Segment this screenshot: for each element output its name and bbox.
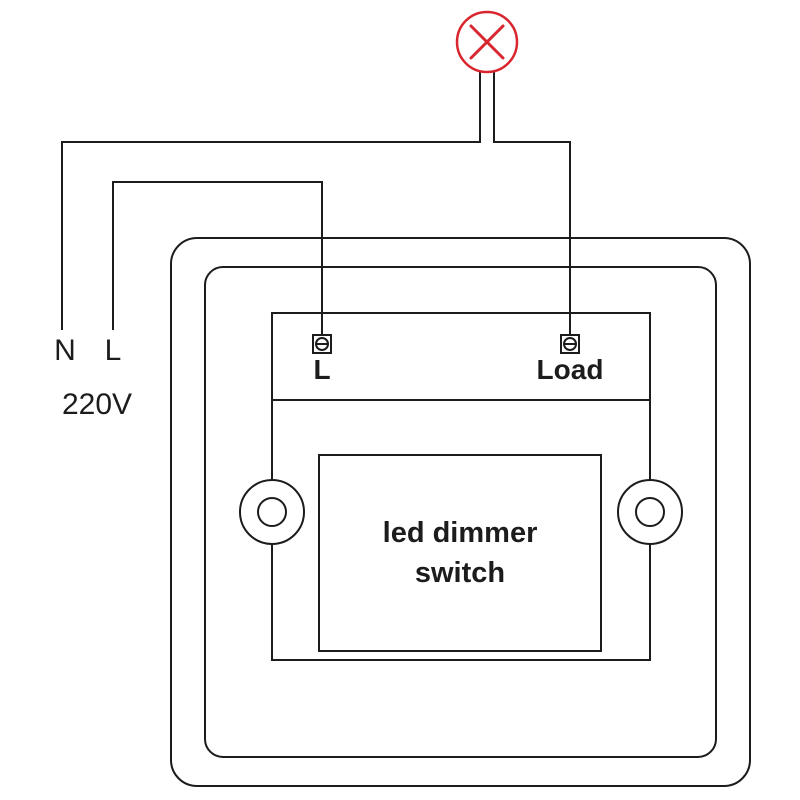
terminal-screw-live-icon: [312, 334, 332, 354]
live-wire: [112, 181, 323, 335]
terminal-load-label: Load: [536, 354, 604, 385]
device-name-text: led dimmer switch: [382, 517, 538, 589]
faceplate-outer: [170, 237, 751, 787]
mounting-hole-left-icon: [239, 479, 305, 545]
terminal-screw-load-icon: [560, 334, 580, 354]
lamp-cross-icon: [455, 10, 519, 74]
supply-live-label: L: [104, 334, 122, 367]
voltage-label: 220V: [61, 388, 133, 421]
device-name-box: [318, 454, 602, 652]
mounting-hole-right-icon: [617, 479, 683, 545]
terminal-live-label: L: [313, 354, 331, 385]
switch-faceplate: [170, 237, 751, 787]
neutral-wire: [61, 72, 481, 330]
supply-neutral-label: N: [54, 334, 76, 367]
faceplate-inner: [204, 266, 717, 758]
load-wire: [493, 72, 571, 335]
device-name-label: led dimmer switch: [319, 455, 601, 651]
